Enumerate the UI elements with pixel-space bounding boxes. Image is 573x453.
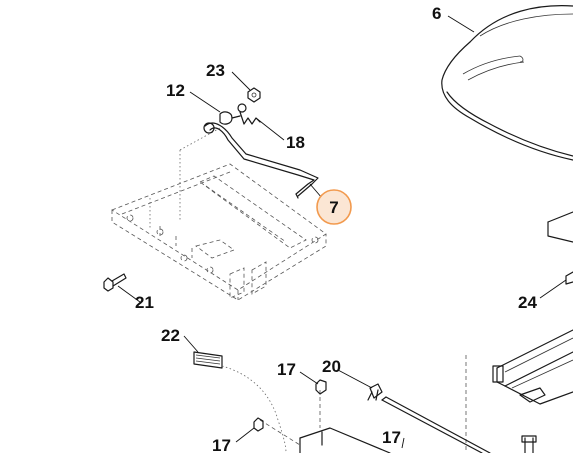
callout-18[interactable]: 18 <box>286 133 305 152</box>
callout-6[interactable]: 6 <box>432 4 441 23</box>
slide-rod <box>381 396 491 453</box>
callout-24[interactable]: 24 <box>518 293 537 312</box>
callout-17-middle[interactable]: 17 <box>277 360 296 379</box>
callout-labels: 6 23 12 18 7 21 24 22 17 20 17 17 <box>135 4 537 453</box>
lower-frame <box>259 390 391 453</box>
callout-7[interactable]: 7 <box>329 198 338 217</box>
seat-rail-assembly <box>465 329 573 453</box>
label-plate-22 <box>193 351 287 453</box>
callout-22[interactable]: 22 <box>161 326 180 345</box>
clip-20 <box>367 383 383 401</box>
seat-shell <box>441 5 573 161</box>
seat-bracket-frame <box>111 127 327 301</box>
callout-23[interactable]: 23 <box>206 61 225 80</box>
lever-rod-7 <box>203 122 319 199</box>
bolt-21 <box>103 273 127 292</box>
highlight-circle <box>316 189 352 225</box>
callout-7-highlight[interactable]: 7 <box>316 189 352 225</box>
callout-17-right[interactable]: 17 <box>382 428 401 447</box>
nut-23 <box>247 87 261 103</box>
callout-20[interactable]: 20 <box>322 357 341 376</box>
callout-12[interactable]: 12 <box>166 81 185 100</box>
screw-24 <box>565 271 573 285</box>
nut-17-middle <box>315 379 327 395</box>
callout-21[interactable]: 21 <box>135 293 154 312</box>
knob-12 <box>219 111 241 125</box>
callout-17-lower[interactable]: 17 <box>212 436 231 453</box>
leader-lines <box>117 15 567 449</box>
spring-18 <box>237 103 261 125</box>
seat-base-plate <box>547 211 573 243</box>
nut-17-lower <box>253 417 264 432</box>
